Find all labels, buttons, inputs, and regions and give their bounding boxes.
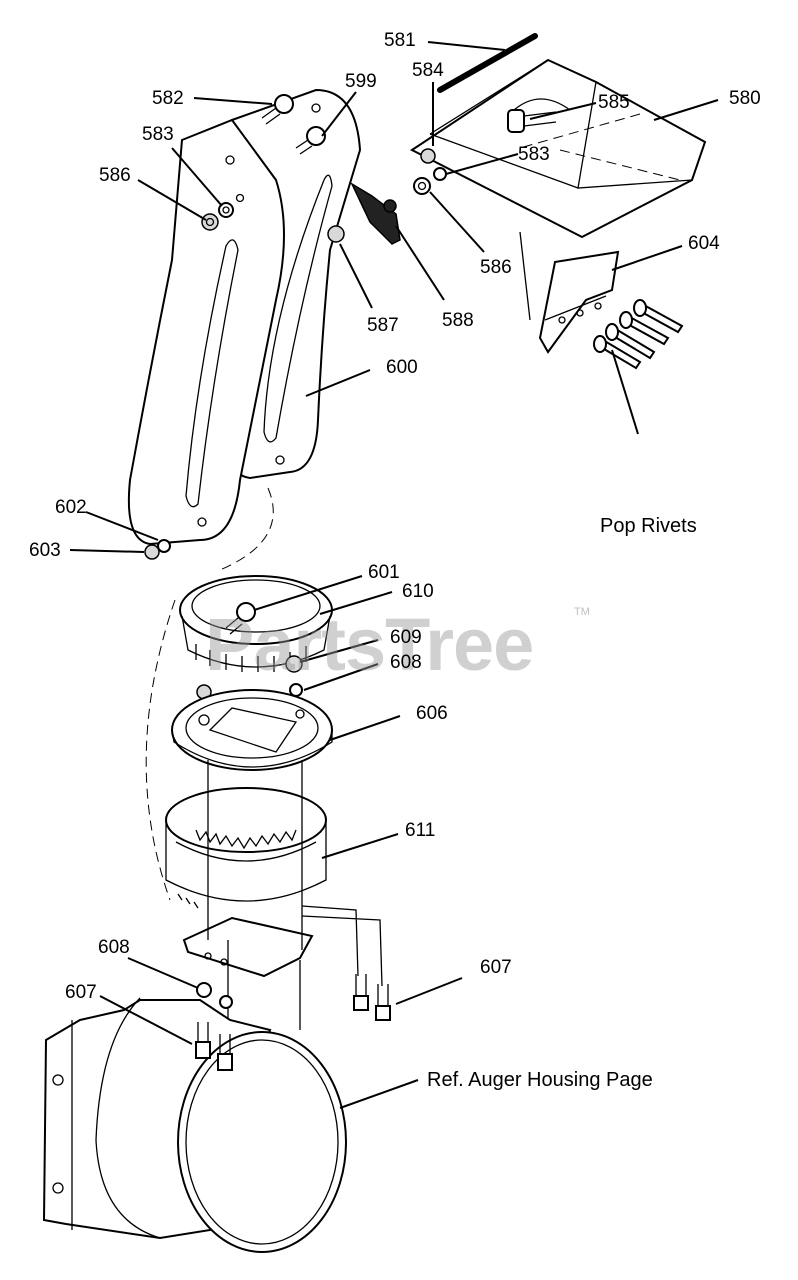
watermark: PartsTree (205, 603, 534, 686)
label-584: 584 (412, 60, 444, 81)
watermark-tm: TM (574, 606, 590, 618)
washer-602 (157, 539, 171, 553)
label-582: 582 (152, 88, 184, 109)
bolt-585 (507, 109, 557, 133)
label-608-lower: 608 (98, 937, 130, 958)
deflector-580 (410, 58, 707, 239)
label-586-left: 586 (99, 165, 131, 186)
knob-588 (350, 182, 401, 245)
label-606: 606 (416, 703, 448, 724)
washer-608b (196, 982, 212, 998)
label-599: 599 (345, 71, 377, 92)
phantom-lines (145, 113, 681, 987)
washer-586a (201, 213, 219, 231)
label-610: 610 (402, 581, 434, 602)
bolts-607b (353, 974, 391, 1021)
label-611: 611 (405, 820, 436, 841)
chute-base-606 (171, 689, 333, 771)
rod-581 (437, 33, 538, 93)
label-604: 604 (688, 233, 720, 254)
nut-587 (327, 225, 345, 243)
washer-586b (413, 177, 431, 195)
chute-ring-611 (165, 787, 327, 909)
bolts-607a (195, 1022, 233, 1071)
label-580: 580 (729, 88, 761, 109)
bolt-582 (261, 94, 294, 125)
label-607-right: 607 (480, 957, 512, 978)
auger-housing (42, 940, 347, 1253)
nut-603 (144, 544, 160, 560)
bolt-599 (295, 126, 326, 155)
washer-583a (218, 202, 234, 218)
label-586-right: 586 (480, 257, 512, 278)
label-587: 587 (367, 315, 399, 336)
label-608-upper: 608 (390, 652, 422, 673)
label-585: 585 (598, 92, 630, 113)
note-pop-rivets: Pop Rivets (600, 515, 697, 537)
note-auger-housing-ref: Ref. Auger Housing Page (427, 1069, 653, 1091)
label-588: 588 (442, 310, 474, 331)
label-600: 600 (386, 357, 418, 378)
nut-609 (285, 655, 303, 673)
bolt-601 (225, 602, 256, 635)
label-603: 603 (29, 540, 61, 561)
label-602: 602 (55, 497, 87, 518)
chute-plate (182, 916, 314, 978)
label-601: 601 (368, 562, 400, 583)
extension-604 (538, 250, 620, 354)
leader-lines (69, 41, 719, 1109)
label-583-left: 583 (142, 124, 174, 145)
label-583-right: 583 (518, 144, 550, 165)
bracket-600 (127, 88, 362, 546)
label-607-left: 607 (65, 982, 97, 1003)
label-609: 609 (390, 627, 422, 648)
nut-584 (420, 148, 436, 164)
washer-583b (433, 167, 447, 181)
label-581: 581 (384, 30, 416, 51)
pop-rivets (593, 299, 684, 370)
